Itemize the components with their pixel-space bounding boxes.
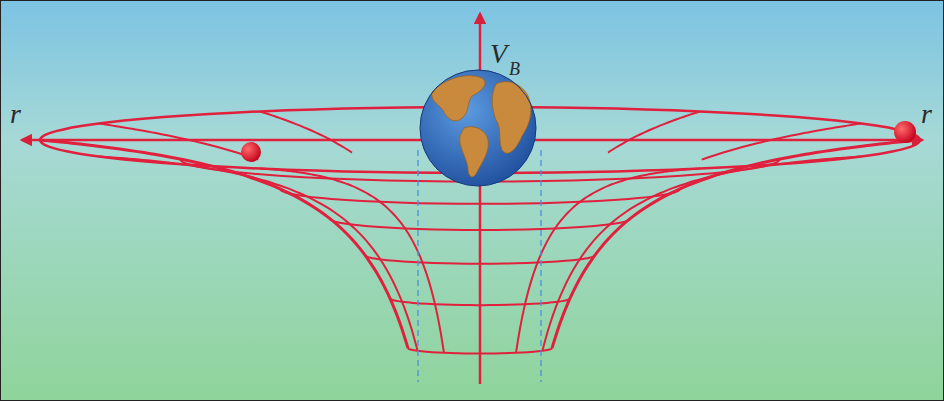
axis-label: V: [490, 40, 507, 68]
dashed-guide: [540, 150, 541, 382]
test-mass: [894, 121, 916, 143]
funnel-grid: [22, 14, 922, 384]
meridian: [702, 124, 861, 160]
earth: [420, 70, 536, 186]
dashed-guide: [417, 150, 418, 382]
continent: [460, 127, 489, 177]
meridian: [260, 169, 444, 353]
meridian: [40, 140, 408, 348]
meridian: [99, 124, 258, 160]
axis-label: r: [921, 100, 932, 128]
meridian: [260, 111, 352, 152]
axis-label: r: [10, 100, 21, 128]
earth-ocean: [420, 70, 536, 186]
meridian: [99, 157, 418, 351]
meridian: [608, 111, 700, 152]
potential-axis: [479, 14, 482, 384]
axis-subscript: B: [509, 60, 520, 78]
continent: [492, 82, 531, 154]
meridian: [516, 169, 700, 353]
meridian: [542, 157, 861, 351]
test-mass: [241, 142, 261, 162]
continent: [432, 76, 485, 121]
earth-outline: [420, 70, 536, 186]
